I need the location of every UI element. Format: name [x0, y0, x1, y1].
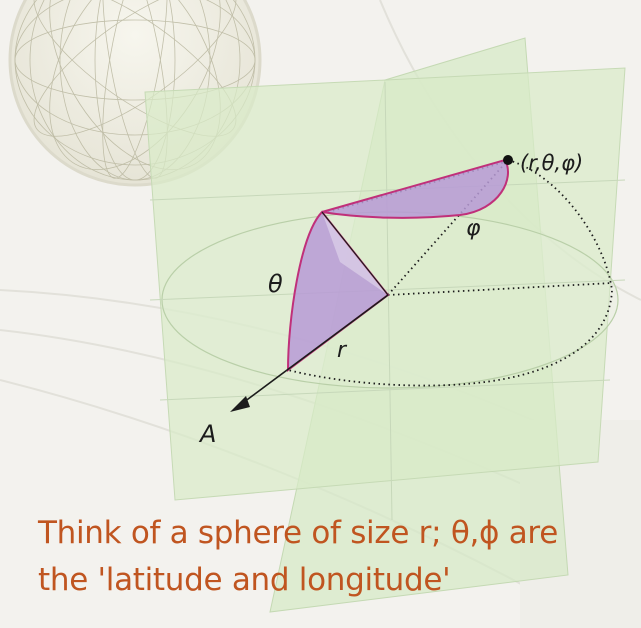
point-marker: [503, 155, 513, 165]
caption: Think of a sphere of size r; θ,ϕ are the…: [38, 510, 628, 604]
equator-ellipse: [161, 211, 619, 389]
axis-arrowhead: [230, 396, 250, 412]
point-label: (r,θ,φ): [520, 151, 583, 175]
caption-line-2: the 'latitude and longitude': [38, 562, 451, 598]
phi-wedge: [321, 158, 509, 219]
theta-label: θ: [268, 270, 283, 298]
caption-line-1: Think of a sphere of size r; θ,ϕ are: [38, 515, 558, 551]
axis-label: A: [198, 420, 216, 448]
radius-line: [239, 294, 389, 406]
center-to-top: [321, 211, 389, 296]
radius-label: r: [337, 338, 348, 363]
phi-label: φ: [466, 216, 481, 241]
plane-grid: [149, 81, 626, 521]
